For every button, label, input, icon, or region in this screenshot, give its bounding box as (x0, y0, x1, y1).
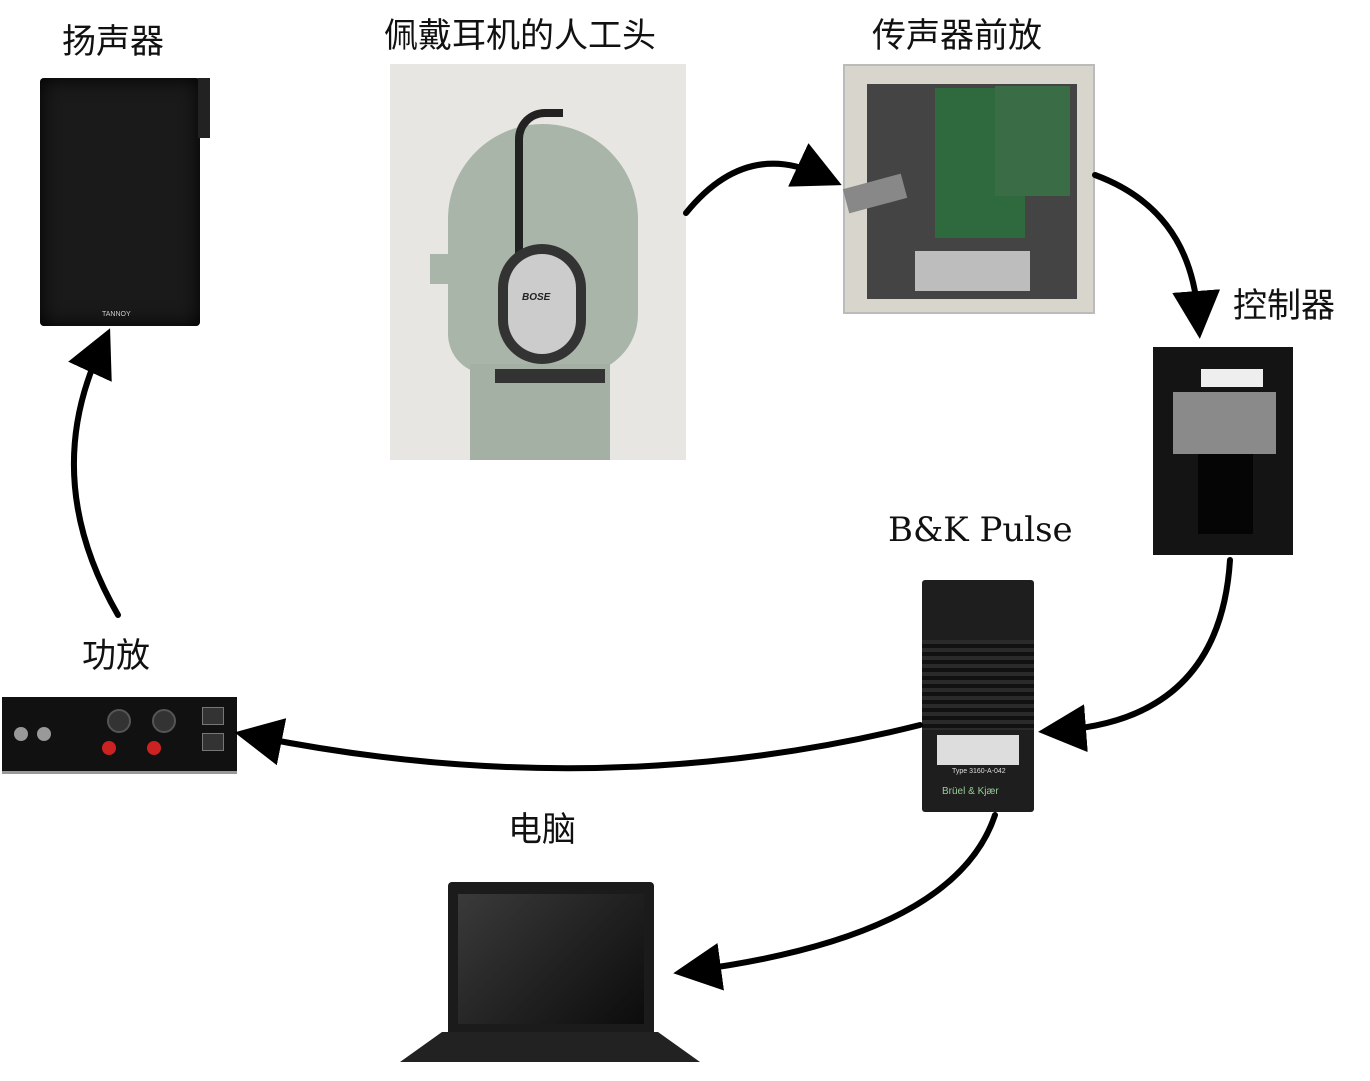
label-dummy-head: 佩戴耳机的人工头 (384, 16, 656, 56)
arrow-preamp-to-controller (1092, 172, 1221, 339)
label-amplifier: 功放 (82, 636, 150, 676)
amplifier-photo (2, 697, 237, 774)
dummy-head-photo: BOSE (390, 64, 686, 460)
arrow-bk-to-amplifier (234, 718, 923, 772)
laptop-photo (400, 880, 700, 1070)
label-bk-pulse: B&K Pulse (888, 510, 1073, 550)
bk-brand: Brüel & Kjær (942, 786, 999, 797)
arrow-bk-to-computer (673, 812, 998, 991)
bk-type: Type 3160-A-042 (952, 768, 1006, 775)
controller-photo (1153, 347, 1293, 555)
bk-pulse-photo: Type 3160-A-042 Brüel & Kjær (922, 580, 1034, 812)
headphone-brand: BOSE (522, 292, 551, 303)
speaker-brand: TANNOY (102, 311, 131, 318)
label-controller: 控制器 (1233, 286, 1335, 326)
mic-preamp-photo (842, 64, 1095, 314)
arrow-head-to-preamp (683, 143, 842, 216)
label-computer: 电脑 (508, 810, 576, 850)
arrow-amplifier-to-speaker (68, 328, 121, 618)
label-speaker: 扬声器 (62, 22, 164, 62)
label-mic-preamp: 传声器前放 (872, 16, 1042, 56)
arrow-controller-to-bk (1038, 557, 1233, 753)
speaker-photo: TANNOY (40, 78, 210, 326)
